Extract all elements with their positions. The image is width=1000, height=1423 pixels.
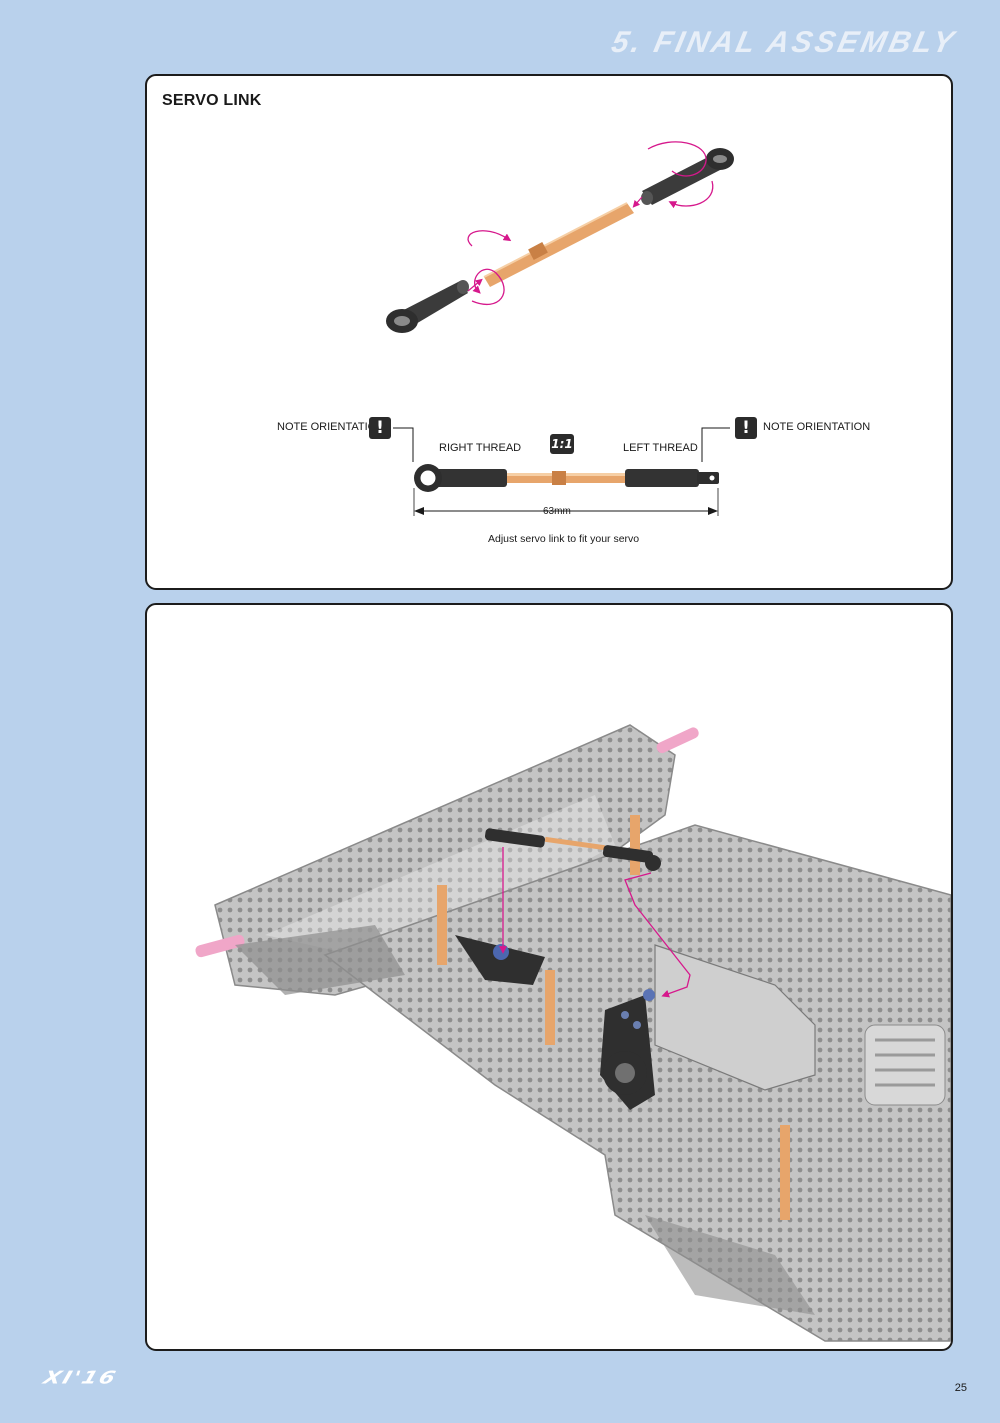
right-thread-label: RIGHT THREAD bbox=[439, 442, 522, 454]
note-orientation-right-label: NOTE ORIENTATION bbox=[763, 421, 871, 433]
upper-ball-end bbox=[641, 148, 734, 205]
lower-ball-end bbox=[386, 280, 469, 333]
chassis-assembly-illustration bbox=[195, 724, 951, 1342]
servo bbox=[654, 944, 816, 1091]
brand-logo: XI'16 bbox=[40, 1368, 120, 1389]
servo-link-exploded-illustration bbox=[386, 141, 734, 333]
turnbuckle-rod bbox=[483, 202, 634, 287]
section-title: 5. FINAL ASSEMBLY bbox=[608, 26, 960, 59]
note-orientation-left-label: NOTE ORIENTATION bbox=[277, 421, 385, 433]
rotate-arrow-icon bbox=[668, 180, 714, 209]
rotate-arrow-icon bbox=[647, 141, 707, 177]
panel-heading: SERVO LINK bbox=[162, 92, 262, 109]
warning-icon: ! bbox=[735, 417, 757, 439]
servo-link-installed bbox=[484, 828, 661, 871]
left-thread-label: LEFT THREAD bbox=[623, 442, 698, 454]
assembly-illustration-panel bbox=[145, 603, 953, 1351]
rotate-arrow-icon bbox=[467, 230, 512, 247]
warning-icon: ! bbox=[369, 417, 391, 439]
servo-link-panel: SERVO LINK bbox=[145, 74, 953, 590]
length-dimension-label: 63mm bbox=[543, 506, 571, 517]
servo-saver bbox=[600, 989, 655, 1110]
scale-badge: 1:1 bbox=[550, 434, 574, 454]
page-number: 25 bbox=[954, 1382, 967, 1394]
shock-absorber bbox=[864, 1024, 946, 1106]
servo-link-side-view bbox=[393, 427, 730, 516]
adjust-caption: Adjust servo link to fit your servo bbox=[488, 533, 640, 545]
